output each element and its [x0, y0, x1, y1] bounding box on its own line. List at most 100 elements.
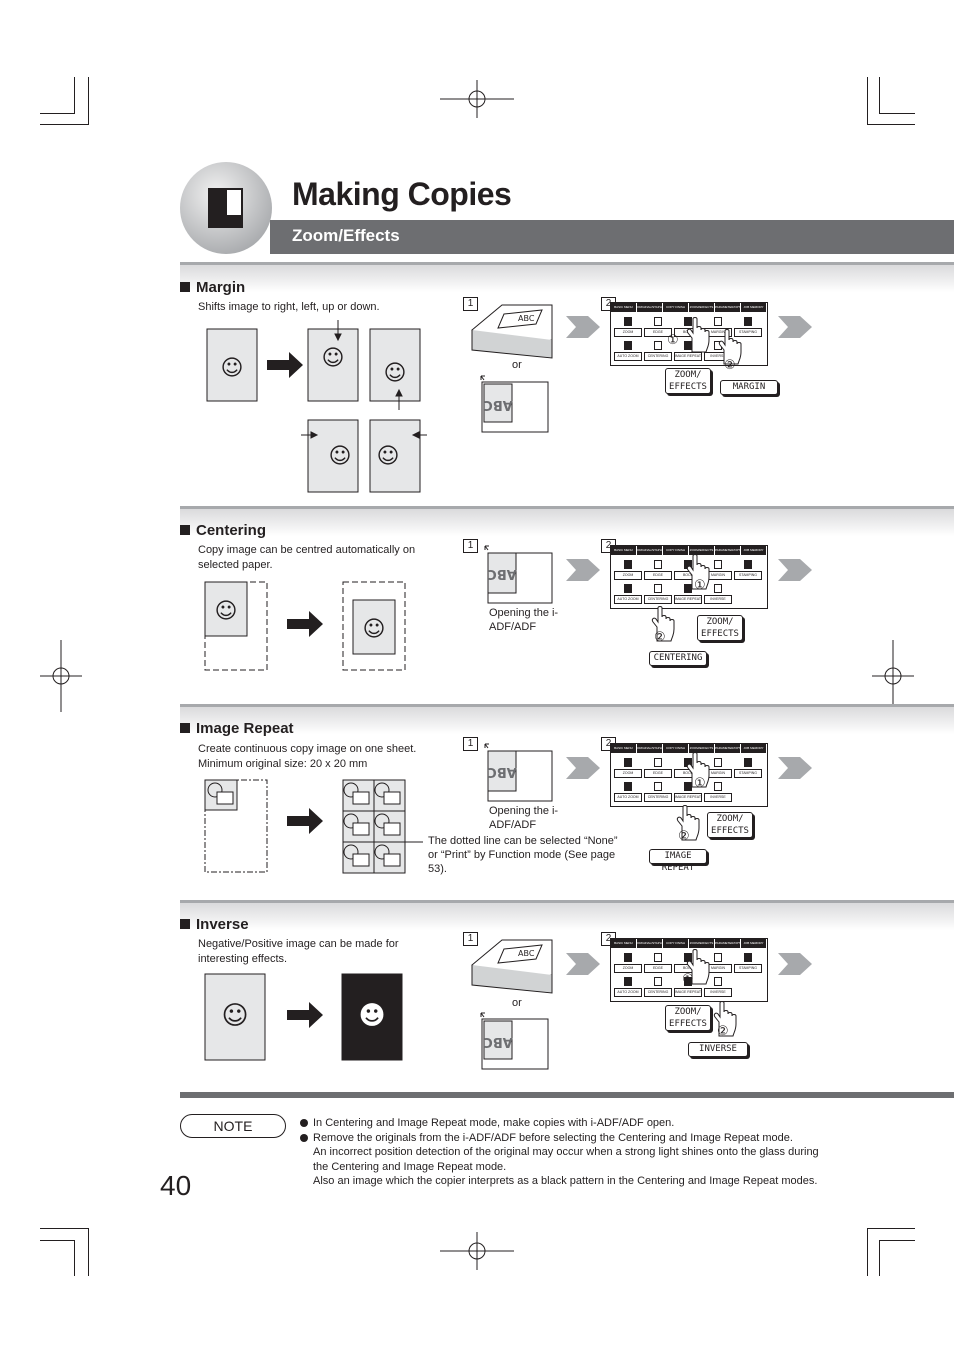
zoom-effects-button[interactable]: ZOOM/ EFFECTS: [697, 615, 743, 641]
panel-function-button[interactable]: STAMPING: [734, 317, 762, 337]
function-icon: [624, 977, 632, 986]
panel-function-button[interactable]: INVERSE: [704, 782, 732, 802]
function-label: ZOOM: [614, 571, 642, 580]
inverse-button[interactable]: INVERSE: [688, 1042, 748, 1057]
panel-tab[interactable]: PARAMETER/OPTIONS: [715, 744, 741, 753]
function-icon: [744, 560, 752, 569]
glass-original-image: ABC: [480, 1012, 549, 1070]
panel-tab[interactable]: ORIGINAL/STAPLE: [637, 939, 663, 948]
panel-tab[interactable]: COPY FINISH: [663, 939, 689, 948]
panel-tab[interactable]: ZOOM/EFFECTS: [689, 744, 715, 753]
panel-function-button[interactable]: ZOOM: [614, 560, 642, 580]
function-label: IMAGE REPEAT: [674, 988, 702, 997]
function-icon: [744, 317, 752, 326]
function-label: EDGE: [644, 328, 672, 337]
panel-function-button[interactable]: AUTO ZOOM: [614, 782, 642, 802]
svg-text:ABC: ABC: [487, 764, 517, 779]
panel-function-button[interactable]: STAMPING: [734, 953, 762, 973]
panel-function-button[interactable]: CENTERING: [644, 341, 672, 361]
panel-tab[interactable]: PARAMETER/OPTIONS: [715, 303, 741, 312]
divider-bar: [180, 1092, 954, 1098]
panel-tab[interactable]: BASIC MENU: [611, 939, 637, 948]
panel-tab[interactable]: BASIC MENU: [611, 744, 637, 753]
panel-function-button[interactable]: EDGE: [644, 317, 672, 337]
panel-tab[interactable]: ORIGINAL/STAPLE: [637, 546, 663, 555]
panel-function-button[interactable]: AUTO ZOOM: [614, 584, 642, 604]
arrow-chevron: [566, 559, 600, 581]
function-label: INVERSE: [704, 988, 732, 997]
zoom-effects-button[interactable]: ZOOM/ EFFECTS: [707, 812, 753, 838]
panel-tab[interactable]: ORIGINAL/STAPLE: [637, 303, 663, 312]
page-number: 40: [160, 1170, 192, 1201]
image-repeat-button[interactable]: IMAGE REPEAT: [649, 849, 707, 873]
panel-tab[interactable]: JOB MEMORY: [741, 744, 767, 753]
note-continuation: Also an image which the copier interpret…: [313, 1175, 818, 1187]
svg-text:ABC: ABC: [487, 566, 517, 581]
function-icon: [624, 953, 632, 962]
function-label: EDGE: [644, 964, 672, 973]
panel-tab[interactable]: COPY FINISH: [663, 546, 689, 555]
arrow-chevron: [778, 559, 812, 581]
panel-tab[interactable]: COPY FINISH: [663, 744, 689, 753]
panel-function-button[interactable]: ZOOM: [614, 758, 642, 778]
svg-text:ABC: ABC: [518, 314, 535, 323]
header-bar: [270, 220, 954, 254]
panel-function-button[interactable]: EDGE: [644, 953, 672, 973]
panel-function-button[interactable]: CENTERING: [644, 584, 672, 604]
open-adf-original-image: ABC: [484, 545, 553, 604]
panel-tab[interactable]: ZOOM/EFFECTS: [689, 939, 715, 948]
panel-function-button[interactable]: AUTO ZOOM: [614, 341, 642, 361]
panel-function-button[interactable]: MARGIN: [704, 758, 732, 778]
centering-button[interactable]: CENTERING: [649, 651, 707, 666]
svg-text:☺: ☺: [215, 599, 238, 624]
marker-2: ②: [678, 829, 690, 844]
arrow-chevron: [566, 953, 600, 975]
panel-function-button[interactable]: STAMPING: [734, 560, 762, 580]
zoom-effects-button[interactable]: ZOOM/ EFFECTS: [665, 368, 711, 394]
panel-tab[interactable]: BASIC MENU: [611, 303, 637, 312]
panel-function-button[interactable]: EDGE: [644, 758, 672, 778]
image-repeat-illustration: [204, 779, 423, 874]
panel-function-button[interactable]: CENTERING: [644, 977, 672, 997]
panel-function-button[interactable]: INVERSE: [704, 977, 732, 997]
panel-tab[interactable]: JOB MEMORY: [741, 546, 767, 555]
panel-function-button[interactable]: INVERSE: [704, 584, 732, 604]
panel-tab[interactable]: PARAMETER/OPTIONS: [715, 546, 741, 555]
panel-function-button[interactable]: IMAGE REPEAT: [674, 584, 702, 604]
zoom-effects-button[interactable]: ZOOM/ EFFECTS: [665, 1005, 711, 1031]
panel-function-button[interactable]: ZOOM: [614, 317, 642, 337]
panel-tab[interactable]: JOB MEMORY: [741, 939, 767, 948]
marker-1: ①: [682, 972, 694, 987]
function-icon: [654, 341, 662, 350]
margin-button[interactable]: MARGIN: [720, 380, 778, 395]
panel-function-button[interactable]: CENTERING: [644, 782, 672, 802]
function-icon: [654, 782, 662, 791]
panel-function-button[interactable]: ZOOM: [614, 953, 642, 973]
panel-function-button[interactable]: STAMPING: [734, 758, 762, 778]
panel-function-button[interactable]: AUTO ZOOM: [614, 977, 642, 997]
marker-2: ②: [724, 358, 736, 373]
function-label: STAMPING: [734, 964, 762, 973]
panel-tab[interactable]: BASIC MENU: [611, 546, 637, 555]
pointing-hand-icon: [713, 1001, 737, 1037]
panel-tab[interactable]: COPY FINISH: [663, 303, 689, 312]
note-item: In Centering and Image Repeat mode, make…: [300, 1116, 820, 1131]
panel-tab[interactable]: ZOOM/EFFECTS: [689, 303, 715, 312]
panel-tab[interactable]: ZOOM/EFFECTS: [689, 546, 715, 555]
function-label: IMAGE REPEAT: [674, 793, 702, 802]
function-icon: [624, 317, 632, 326]
panel-tab[interactable]: PARAMETER/OPTIONS: [715, 939, 741, 948]
step-number-1: 1: [463, 297, 478, 311]
panel-function-button[interactable]: EDGE: [644, 560, 672, 580]
svg-text:☺: ☺: [221, 1001, 248, 1031]
panel-tab[interactable]: ORIGINAL/STAPLE: [637, 744, 663, 753]
panel-tab[interactable]: JOB MEMORY: [741, 303, 767, 312]
